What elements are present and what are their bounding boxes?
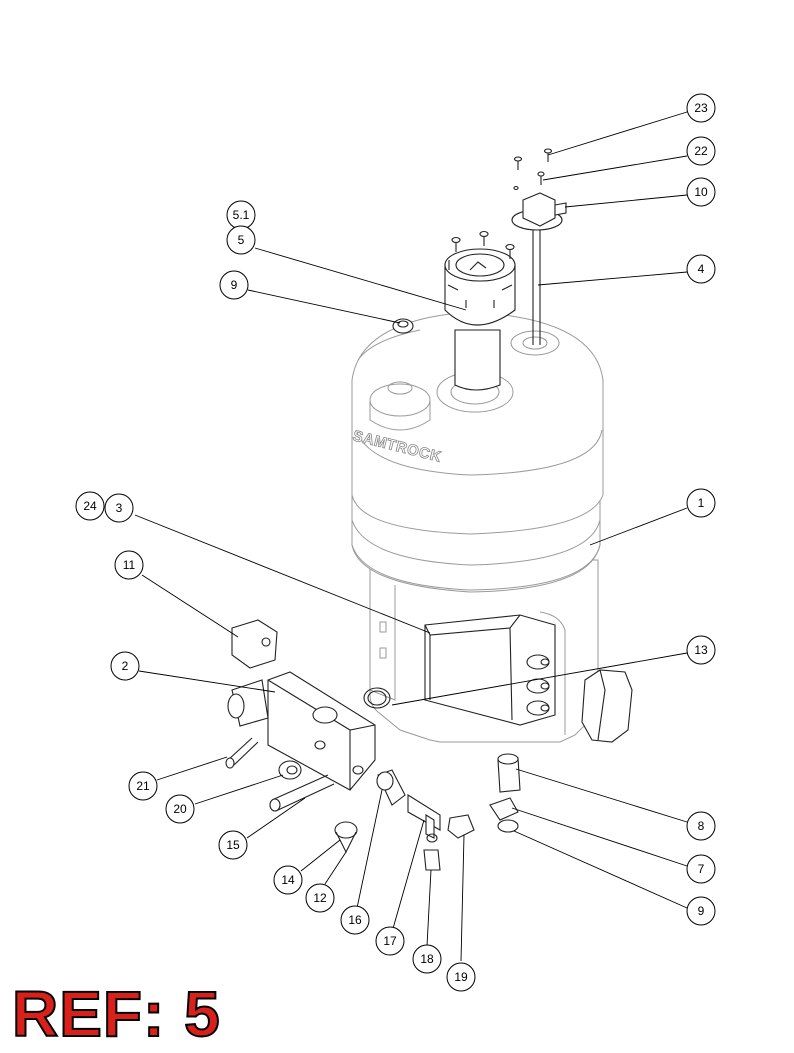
callout-11: 11 — [114, 550, 144, 580]
filler-neck-assembly — [392, 230, 516, 391]
svg-text:23: 23 — [694, 101, 708, 115]
svg-text:12: 12 — [313, 891, 327, 905]
svg-text:22: 22 — [694, 144, 708, 158]
svg-text:4: 4 — [698, 262, 705, 276]
callout-16: 16 — [340, 905, 370, 935]
leader-lines — [134, 111, 688, 962]
callout-9-bottom: 9 — [686, 896, 716, 926]
svg-text:13: 13 — [694, 643, 708, 657]
svg-text:19: 19 — [454, 970, 468, 984]
svg-text:15: 15 — [226, 838, 240, 852]
svg-text:1: 1 — [698, 496, 705, 510]
callout-20: 20 — [165, 794, 195, 824]
svg-text:5.1: 5.1 — [233, 208, 250, 222]
callout-7: 7 — [686, 854, 716, 884]
callout-5-1: 5.1 — [226, 200, 256, 230]
callout-21: 21 — [128, 771, 158, 801]
callout-14: 14 — [273, 865, 303, 895]
svg-text:2: 2 — [122, 659, 129, 673]
svg-text:24: 24 — [83, 499, 97, 513]
callout-1: 1 — [686, 488, 716, 518]
callout-8: 8 — [686, 811, 716, 841]
callout-15: 15 — [218, 830, 248, 860]
svg-text:3: 3 — [116, 501, 123, 515]
callout-23: 23 — [686, 93, 716, 123]
callout-13: 13 — [686, 635, 716, 665]
svg-text:9: 9 — [698, 904, 705, 918]
solenoid-cover-block — [424, 614, 556, 726]
callout-24: 24 — [75, 491, 105, 521]
ref-label: REF: 5 — [11, 978, 221, 1050]
svg-text:17: 17 — [383, 934, 397, 948]
callout-2: 2 — [110, 651, 140, 681]
svg-text:9: 9 — [231, 278, 238, 292]
callout-19: 19 — [446, 962, 476, 992]
callout-4: 4 — [686, 254, 716, 284]
callout-17: 17 — [375, 926, 405, 956]
small-fittings — [225, 737, 521, 871]
svg-text:14: 14 — [281, 873, 295, 887]
svg-text:21: 21 — [136, 779, 150, 793]
svg-text:11: 11 — [123, 558, 136, 572]
callout-18: 18 — [412, 944, 442, 974]
svg-text:7: 7 — [698, 862, 705, 876]
callout-3: 3 — [104, 493, 134, 523]
svg-text:5: 5 — [238, 233, 245, 247]
callout-22: 22 — [686, 136, 716, 166]
callout-10: 10 — [686, 177, 716, 207]
level-sensor-assembly — [511, 148, 567, 345]
valve-block-assembly — [227, 619, 391, 791]
svg-text:20: 20 — [173, 802, 187, 816]
callout-5: 5 — [226, 225, 256, 255]
svg-text:8: 8 — [698, 819, 705, 833]
svg-text:16: 16 — [348, 913, 362, 927]
svg-text:10: 10 — [694, 185, 708, 199]
callout-9-top: 9 — [219, 270, 249, 300]
callout-12: 12 — [305, 883, 335, 913]
svg-text:18: 18 — [420, 952, 434, 966]
